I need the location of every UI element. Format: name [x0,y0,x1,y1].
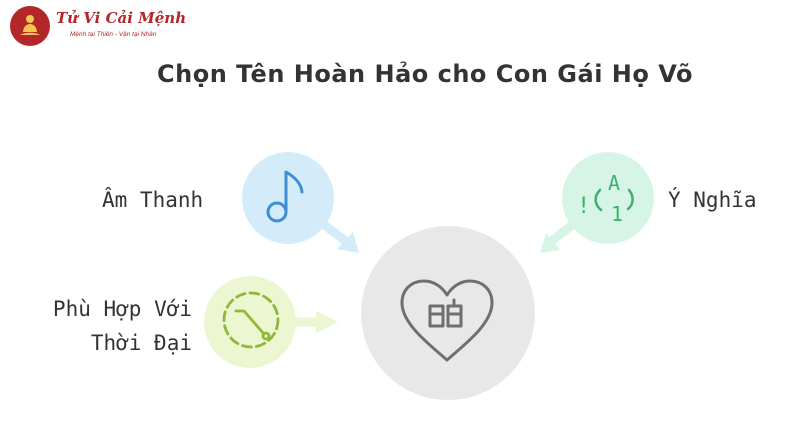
era-node [204,276,338,368]
logo-title: Tử Vi Cải Mệnh [56,9,187,27]
svg-text:1: 1 [611,202,623,226]
logo-tagline: Mệnh tại Thiên - Vận tại Nhân [70,31,157,38]
label-meaning: Ý Nghĩa [668,188,757,212]
meditation-figure-icon [10,6,50,46]
meaning-node: ! A 1 [540,152,654,253]
page-title: Chọn Tên Hoàn Hảo cho Con Gái Họ Võ [157,60,693,88]
meaning-symbols-icon: ! A 1 [577,171,634,226]
svg-text:A: A [608,171,620,195]
heart-book-icon [400,279,494,362]
label-era-line1: Phù Hợp Với [52,297,192,321]
clock-icon [222,291,280,349]
svg-text:!: ! [577,194,590,219]
label-sound: Âm Thanh [102,188,204,212]
logo: Tử Vi Cải Mệnh Mệnh tại Thiên - Vận tại … [6,6,186,50]
label-era: Phù Hợp Với Thời Đại [53,292,192,360]
label-era-line2: Thời Đại [90,331,192,355]
sound-node [242,152,359,253]
music-note-icon [266,170,304,223]
